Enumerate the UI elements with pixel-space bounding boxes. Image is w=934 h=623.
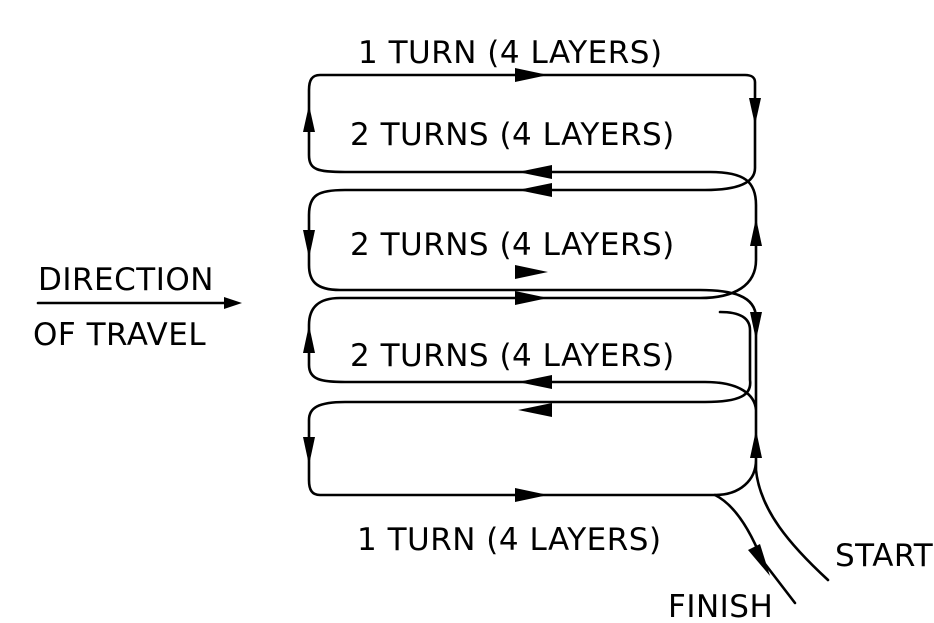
arrow-right-icon	[515, 68, 548, 82]
winding-path-start-loop	[307, 73, 830, 582]
label-row-2-turns-b: 2 TURNS (4 LAYERS)	[350, 227, 675, 263]
arrow-up-icon	[303, 325, 315, 353]
label-row-2-turns-a: 2 TURNS (4 LAYERS)	[350, 117, 675, 153]
arrow-finish-icon	[748, 544, 770, 576]
arrow-down-icon	[303, 230, 315, 258]
arrow-right-icon	[515, 265, 548, 279]
direction-arrowhead	[224, 297, 242, 309]
arrow-left-icon	[518, 375, 552, 389]
label-row-1-turn: 1 TURN (4 LAYERS)	[358, 35, 663, 71]
direction-label: DIRECTION	[38, 262, 214, 298]
direction-label-2: OF TRAVEL	[33, 317, 206, 353]
arrow-up-icon	[750, 218, 762, 246]
label-row-bottom-1-turn: 1 TURN (4 LAYERS)	[357, 522, 662, 558]
arrow-left-icon	[518, 403, 552, 417]
arrow-right-icon	[515, 488, 548, 502]
arrow-down-icon	[750, 312, 762, 340]
arrow-down-icon	[749, 98, 761, 125]
arrow-up-icon	[750, 430, 762, 458]
start-label: START	[835, 538, 934, 574]
arrow-left-icon	[518, 183, 552, 197]
finish-label: FINISH	[668, 589, 773, 623]
label-row-2-turns-c: 2 TURNS (4 LAYERS)	[350, 338, 675, 374]
arrow-up-icon	[303, 105, 315, 132]
arrow-down-icon	[303, 437, 315, 465]
arrow-left-icon	[518, 165, 552, 179]
arrow-right-icon	[515, 291, 548, 305]
